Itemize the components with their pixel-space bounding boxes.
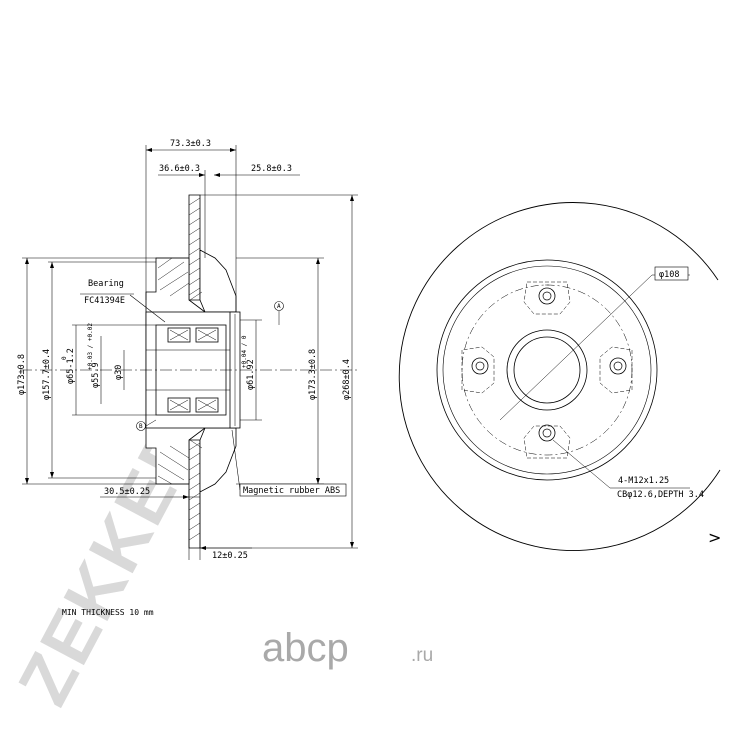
bearing-roller-lower-right (195, 397, 219, 413)
boss-bottom (523, 425, 571, 459)
front-view (398, 202, 721, 551)
dim-hub-depth: 30.5±0.25 (104, 487, 150, 497)
pcd-circle (461, 284, 633, 456)
min-thickness-note: MIN THICKNESS 10 mm (62, 608, 154, 617)
friction-inner-edge (436, 259, 658, 481)
dim-hub-width: 36.6±0.3 (159, 164, 200, 174)
center-bore-inner (513, 336, 581, 404)
bearing-label: Bearing (88, 279, 124, 289)
dim-d55-tol: +0.03 / +0.02 (87, 323, 94, 370)
marker-a (274, 301, 284, 311)
logo-main: abcp (262, 626, 349, 670)
pcd-label: φ108 (659, 270, 679, 280)
abcp-logo: abcp .ru (262, 626, 433, 670)
dim-disc-thickness: 12±0.25 (212, 551, 248, 561)
disc-hatching (188, 197, 201, 541)
bolt-hole-left (471, 357, 489, 375)
dim-d173: φ173±0.8 (17, 354, 27, 395)
dim-d61: φ61.92 (246, 359, 256, 390)
marker-b-label: B (139, 423, 143, 430)
dim-d173r: φ173.3±0.8 (308, 349, 318, 400)
logo-suffix: .ru (411, 645, 433, 666)
center-bore-outer (506, 329, 588, 411)
dim-d61-tol: +0.04 / 0 (241, 335, 248, 368)
hub-hatching (157, 257, 203, 485)
bolt-leader (552, 439, 611, 489)
pcd-label-box (654, 266, 689, 281)
rotation-arrow: > (708, 528, 721, 547)
counterbore-spec: CBφ12.6,DEPTH 3.4 (617, 490, 704, 500)
dim-d157: φ157.7±0.4 (42, 349, 52, 400)
dim-total-width: 73.3±0.3 (170, 139, 211, 149)
bolt-hole-right (609, 357, 627, 375)
bolt-hole-top (538, 287, 556, 305)
bearing-roller-upper-left (167, 327, 191, 343)
hat-upper (199, 249, 237, 313)
abs-label-box (239, 483, 347, 497)
boss-top (523, 281, 571, 315)
dim-d30: φ30 (114, 365, 124, 380)
disc-outer-edge (398, 202, 721, 551)
boss-right (599, 346, 633, 394)
marker-a-label: A (277, 303, 281, 310)
boss-left (461, 346, 495, 394)
hat-lower (199, 427, 237, 493)
disc-upper-plate (188, 194, 201, 301)
dim-flange-offset: 25.8±0.3 (251, 164, 292, 174)
arrowheads (25, 148, 354, 550)
hat-outer-edge (442, 265, 652, 475)
marker-b (136, 421, 146, 431)
dim-d65-sup: 0 (61, 356, 68, 360)
dim-d268: φ268±0.4 (342, 359, 352, 400)
bearing-code: FC41394E (84, 296, 125, 306)
dim-d65: φ65-1.2 (66, 348, 76, 384)
bearing-roller-upper-right (195, 327, 219, 343)
abs-label: Magnetic rubber ABS (243, 486, 340, 496)
bolt-hole-bottom (538, 424, 556, 442)
pcd-leader (499, 274, 653, 421)
bolt-spec: 4-M12x1.25 (618, 476, 669, 486)
dimension-lines (22, 145, 358, 560)
bearing-roller-lower-left (167, 397, 191, 413)
dim-d55: φ55.9 (91, 362, 101, 388)
